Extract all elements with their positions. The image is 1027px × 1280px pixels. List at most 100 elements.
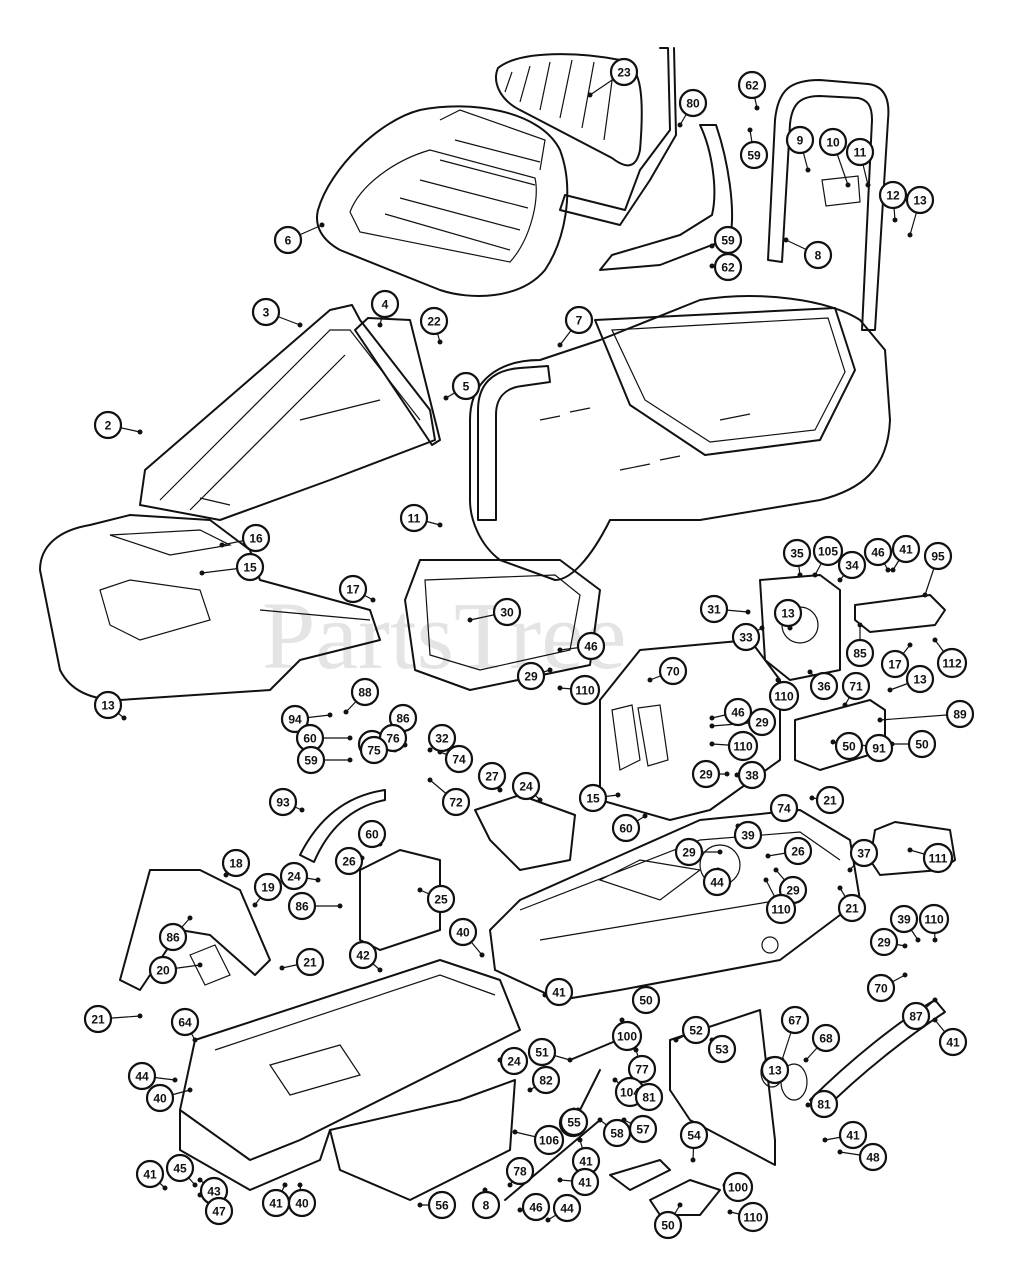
part-callout-26[interactable]: 26 — [334, 846, 364, 876]
part-callout-62[interactable]: 62 — [737, 70, 767, 100]
part-callout-41[interactable]: 41 — [570, 1167, 600, 1197]
part-callout-25[interactable]: 25 — [426, 884, 456, 914]
part-callout-9[interactable]: 9 — [785, 125, 815, 155]
part-callout-88[interactable]: 88 — [350, 677, 380, 707]
part-callout-16[interactable]: 16 — [241, 523, 271, 553]
part-callout-29[interactable]: 29 — [869, 927, 899, 957]
part-callout-41[interactable]: 41 — [261, 1188, 291, 1218]
part-callout-40[interactable]: 40 — [145, 1083, 175, 1113]
part-callout-67[interactable]: 67 — [780, 1005, 810, 1035]
part-callout-41[interactable]: 41 — [135, 1159, 165, 1189]
part-callout-44[interactable]: 44 — [702, 867, 732, 897]
part-callout-30[interactable]: 30 — [492, 597, 522, 627]
part-callout-100[interactable]: 100 — [611, 1020, 643, 1052]
part-callout-13[interactable]: 13 — [760, 1055, 790, 1085]
part-callout-11[interactable]: 11 — [399, 503, 429, 533]
part-callout-75[interactable]: 75 — [359, 735, 389, 765]
part-callout-110[interactable]: 110 — [727, 730, 759, 762]
part-callout-27[interactable]: 27 — [477, 761, 507, 791]
part-callout-21[interactable]: 21 — [83, 1004, 113, 1034]
part-callout-68[interactable]: 68 — [811, 1023, 841, 1053]
part-callout-15[interactable]: 15 — [235, 552, 265, 582]
part-callout-110[interactable]: 110 — [768, 680, 800, 712]
part-callout-64[interactable]: 64 — [170, 1007, 200, 1037]
part-callout-86[interactable]: 86 — [287, 891, 317, 921]
part-callout-112[interactable]: 112 — [936, 647, 968, 679]
part-callout-58[interactable]: 58 — [602, 1118, 632, 1148]
part-callout-60[interactable]: 60 — [611, 813, 641, 843]
part-callout-21[interactable]: 21 — [837, 893, 867, 923]
part-callout-50[interactable]: 50 — [907, 729, 937, 759]
part-callout-91[interactable]: 91 — [864, 733, 894, 763]
part-callout-52[interactable]: 52 — [681, 1015, 711, 1045]
part-callout-50[interactable]: 50 — [631, 985, 661, 1015]
part-callout-110[interactable]: 110 — [765, 893, 797, 925]
part-callout-10[interactable]: 10 — [818, 127, 848, 157]
part-callout-70[interactable]: 70 — [866, 973, 896, 1003]
part-callout-110[interactable]: 110 — [737, 1201, 769, 1233]
part-callout-94[interactable]: 94 — [280, 704, 310, 734]
part-callout-74[interactable]: 74 — [769, 793, 799, 823]
part-callout-46[interactable]: 46 — [723, 697, 753, 727]
part-callout-31[interactable]: 31 — [699, 594, 729, 624]
part-callout-24[interactable]: 24 — [279, 861, 309, 891]
part-callout-8[interactable]: 8 — [471, 1190, 501, 1220]
part-callout-41[interactable]: 41 — [891, 534, 921, 564]
part-callout-87[interactable]: 87 — [901, 1001, 931, 1031]
part-callout-24[interactable]: 24 — [511, 771, 541, 801]
part-callout-17[interactable]: 17 — [338, 574, 368, 604]
part-callout-93[interactable]: 93 — [268, 787, 298, 817]
part-callout-22[interactable]: 22 — [419, 306, 449, 336]
part-callout-55[interactable]: 55 — [559, 1107, 589, 1137]
part-callout-59[interactable]: 59 — [739, 140, 769, 170]
part-callout-82[interactable]: 82 — [531, 1065, 561, 1095]
part-callout-95[interactable]: 95 — [923, 541, 953, 571]
part-callout-54[interactable]: 54 — [679, 1120, 709, 1150]
part-callout-50[interactable]: 50 — [653, 1210, 683, 1240]
part-callout-85[interactable]: 85 — [845, 638, 875, 668]
part-callout-41[interactable]: 41 — [571, 1146, 601, 1176]
part-callout-51[interactable]: 51 — [527, 1037, 557, 1067]
part-callout-15[interactable]: 15 — [578, 783, 608, 813]
part-callout-38[interactable]: 38 — [737, 760, 767, 790]
part-callout-32[interactable]: 32 — [427, 723, 457, 753]
part-callout-29[interactable]: 29 — [747, 707, 777, 737]
part-callout-46[interactable]: 46 — [521, 1192, 551, 1222]
part-callout-59[interactable]: 59 — [296, 745, 326, 775]
part-callout-37[interactable]: 37 — [849, 838, 879, 868]
part-callout-2[interactable]: 2 — [93, 410, 123, 440]
part-callout-40[interactable]: 40 — [448, 917, 478, 947]
part-callout-13[interactable]: 13 — [773, 598, 803, 628]
part-callout-41[interactable]: 41 — [838, 1120, 868, 1150]
part-callout-29[interactable]: 29 — [691, 759, 721, 789]
part-callout-86[interactable]: 86 — [158, 922, 188, 952]
part-callout-70[interactable]: 70 — [658, 656, 688, 686]
part-callout-44[interactable]: 44 — [552, 1193, 582, 1223]
part-callout-50[interactable]: 50 — [834, 731, 864, 761]
part-callout-41[interactable]: 41 — [544, 977, 574, 1007]
part-callout-39[interactable]: 39 — [889, 904, 919, 934]
part-callout-74[interactable]: 74 — [444, 744, 474, 774]
part-callout-62[interactable]: 62 — [713, 252, 743, 282]
part-callout-12[interactable]: 12 — [878, 180, 908, 210]
part-callout-47[interactable]: 47 — [204, 1196, 234, 1226]
part-callout-8[interactable]: 8 — [803, 240, 833, 270]
part-callout-44[interactable]: 44 — [127, 1061, 157, 1091]
part-callout-53[interactable]: 53 — [707, 1034, 737, 1064]
part-callout-3[interactable]: 3 — [251, 297, 281, 327]
part-callout-23[interactable]: 23 — [609, 57, 639, 87]
part-callout-17[interactable]: 17 — [880, 649, 910, 679]
part-callout-89[interactable]: 89 — [945, 699, 975, 729]
part-callout-21[interactable]: 21 — [815, 785, 845, 815]
part-callout-13[interactable]: 13 — [905, 185, 935, 215]
part-callout-41[interactable]: 41 — [938, 1027, 968, 1057]
part-callout-77[interactable]: 77 — [627, 1054, 657, 1084]
part-callout-100[interactable]: 100 — [722, 1171, 754, 1203]
part-callout-80[interactable]: 80 — [678, 88, 708, 118]
part-callout-111[interactable]: 111 — [922, 842, 954, 874]
part-callout-110[interactable]: 110 — [569, 674, 601, 706]
part-callout-18[interactable]: 18 — [221, 848, 251, 878]
part-callout-35[interactable]: 35 — [782, 538, 812, 568]
part-callout-110[interactable]: 110 — [918, 903, 950, 935]
part-callout-46[interactable]: 46 — [863, 537, 893, 567]
